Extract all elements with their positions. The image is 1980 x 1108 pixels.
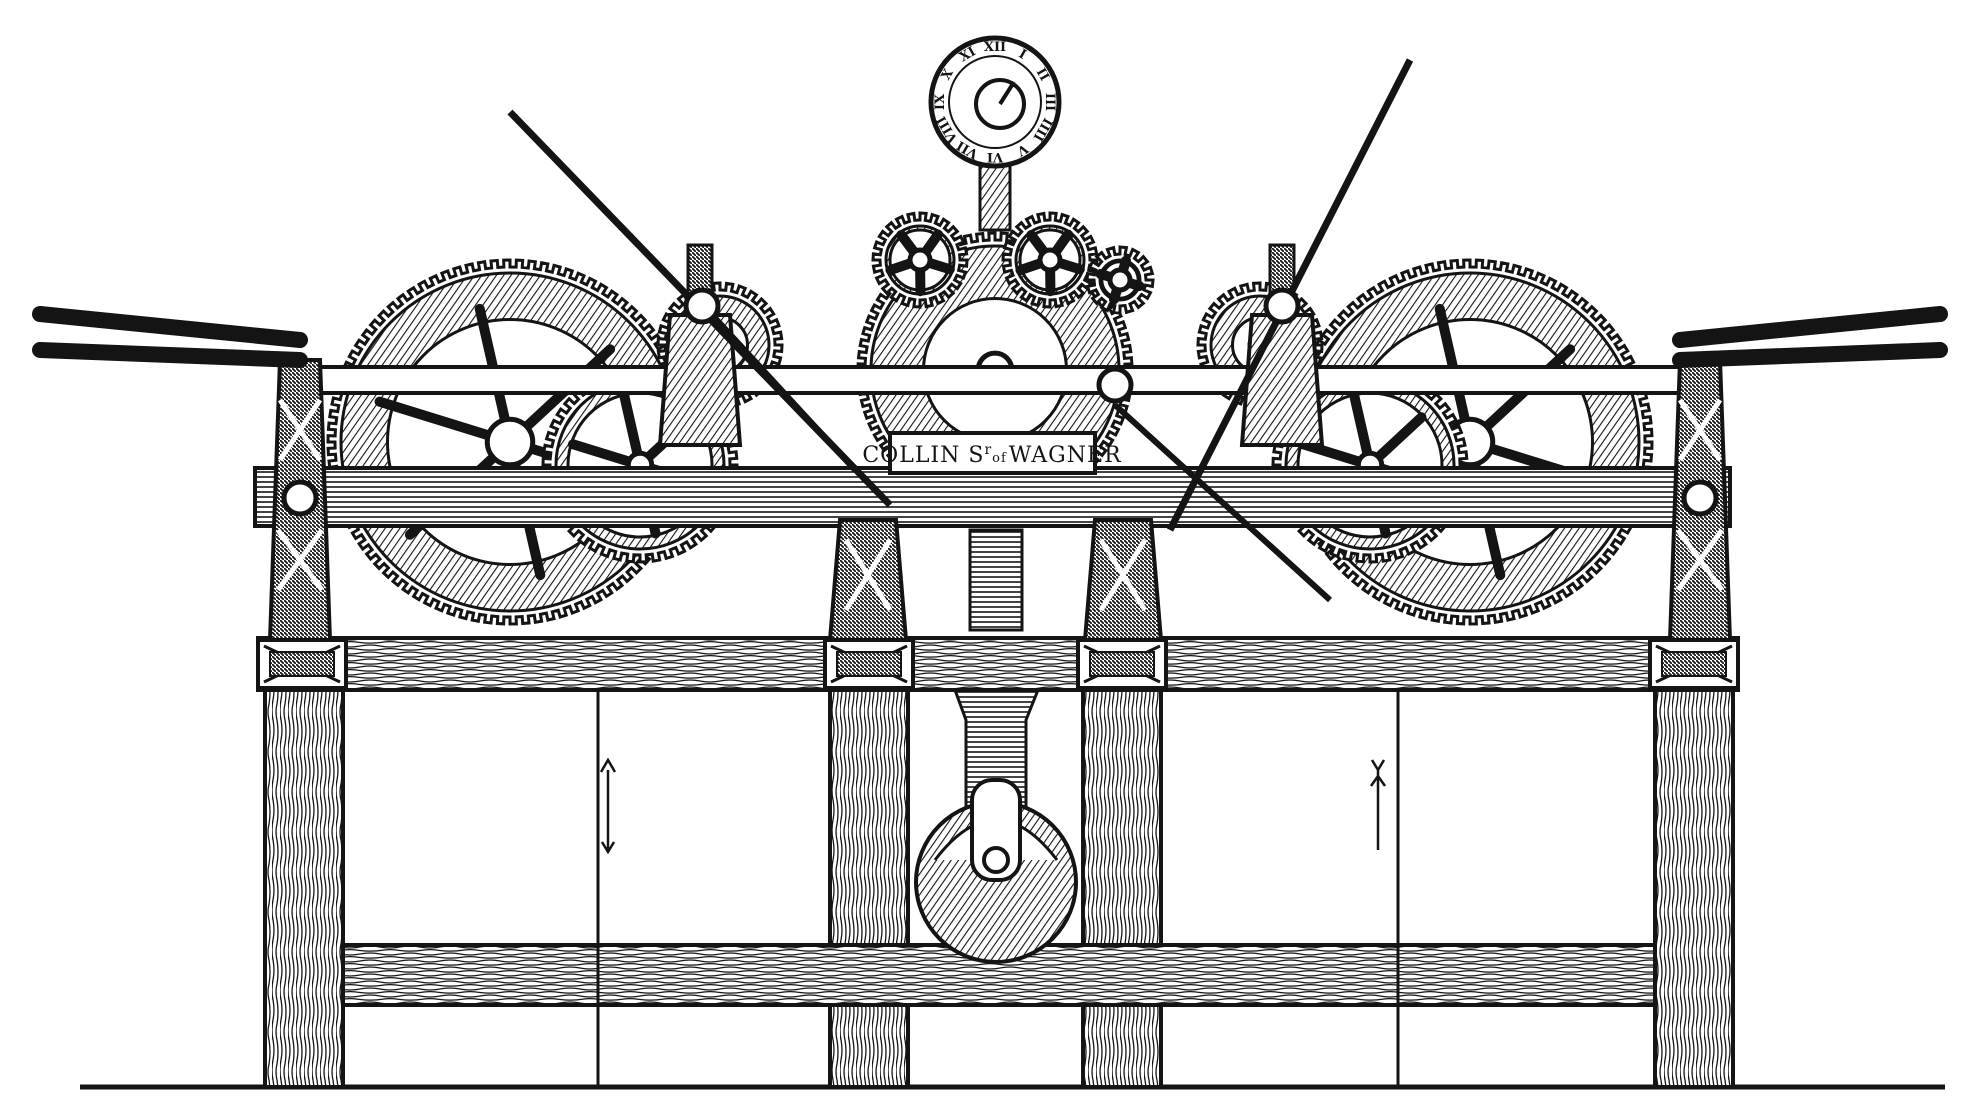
dial-numeral: XI [957, 44, 979, 65]
timber-crossbeams [256, 636, 1740, 1007]
beam-joint-plate [256, 638, 348, 690]
end-standard [267, 358, 333, 642]
timber-leg [1081, 638, 1163, 1089]
dial-numeral: XII [984, 40, 1006, 55]
centre-standard [1082, 518, 1164, 642]
upper-crossbeam [256, 636, 1740, 692]
small-top-wheel-right [1001, 211, 1099, 309]
small-top-wheel-far [1085, 245, 1155, 315]
small-top-wheel-left [871, 211, 969, 309]
timber-leg [1653, 638, 1735, 1089]
timber-leg [828, 638, 910, 1089]
pendulum [914, 528, 1078, 964]
upper-iron-rail [283, 365, 1697, 395]
main-iron-rail [253, 466, 1732, 528]
beam-joint-plate [1076, 638, 1168, 690]
timber-leg [263, 638, 345, 1089]
winding-post [1239, 243, 1325, 447]
dial-numeral: IX [933, 93, 948, 110]
dial-numeral: III [1042, 93, 1057, 111]
timber-frame [263, 638, 1735, 1089]
dial-numeral: VI [987, 149, 1004, 164]
weight-rods [596, 690, 1400, 1085]
lower-crossbeam [341, 943, 1657, 1007]
arrow-down-icon [599, 757, 617, 855]
beam-joint-plate [823, 638, 915, 690]
end-standard [1667, 358, 1733, 642]
arrow-up-icon [1369, 759, 1387, 850]
beam-joint-plate [1648, 638, 1740, 690]
winding-levers [32, 58, 1948, 603]
centre-standard [827, 518, 909, 642]
maker-plaque-text: COLLIN SrofWAGNER [862, 442, 1122, 468]
maker-plaque: COLLIN SrofWAGNER [862, 431, 1122, 475]
